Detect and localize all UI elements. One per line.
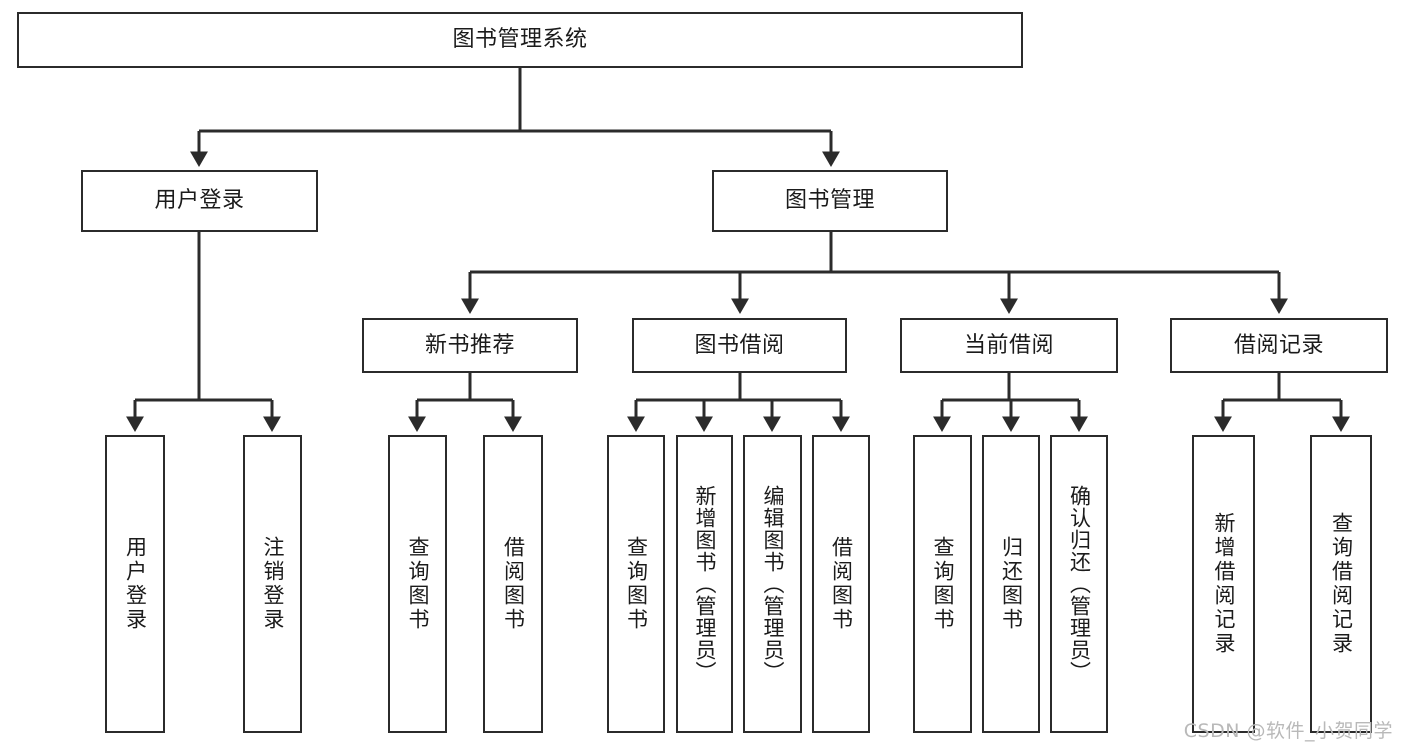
node-user-login-label: 用户登录 — [154, 188, 245, 214]
node-root-label: 图书管理系统 — [452, 27, 588, 53]
node-leaf-query-book-2-label: 查询图书 — [624, 536, 649, 632]
node-leaf-logout-label: 注销登录 — [261, 536, 285, 632]
node-user-login[interactable]: 用户登录 — [81, 170, 318, 232]
edge-group-book-borrow — [627, 373, 850, 432]
node-book-borrow-label: 图书借阅 — [694, 332, 785, 358]
edge-group-borrow-record — [1214, 373, 1350, 432]
node-leaf-add-record-label: 新增借阅记录 — [1212, 512, 1236, 656]
node-book-borrow[interactable]: 图书借阅 — [632, 318, 847, 373]
edge-group-book-manage — [461, 232, 1288, 314]
node-book-manage[interactable]: 图书管理 — [712, 170, 948, 232]
node-leaf-return-book[interactable]: 归还图书 — [982, 435, 1040, 733]
node-leaf-borrow-book-2-label: 借阅图书 — [829, 536, 854, 632]
node-book-manage-label: 图书管理 — [784, 188, 875, 214]
edge-group-new-book-recommend — [408, 373, 522, 432]
edge-group-current-borrow — [933, 373, 1088, 432]
node-leaf-confirm-return-label: 确认归还（管理员） — [1067, 485, 1092, 683]
node-current-borrow[interactable]: 当前借阅 — [900, 318, 1118, 373]
node-leaf-query-record-label: 查询借阅记录 — [1329, 512, 1354, 656]
node-leaf-borrow-book-1[interactable]: 借阅图书 — [483, 435, 543, 733]
node-current-borrow-label: 当前借阅 — [963, 332, 1054, 358]
node-leaf-add-record[interactable]: 新增借阅记录 — [1192, 435, 1255, 733]
node-leaf-return-book-label: 归还图书 — [999, 536, 1024, 632]
node-leaf-logout[interactable]: 注销登录 — [243, 435, 302, 733]
node-leaf-add-book[interactable]: 新增图书（管理员） — [676, 435, 733, 733]
node-new-book-recommend-label: 新书推荐 — [424, 332, 515, 358]
node-leaf-add-book-label: 新增图书（管理员） — [693, 485, 717, 683]
node-leaf-query-book-1-label: 查询图书 — [406, 536, 430, 632]
node-new-book-recommend[interactable]: 新书推荐 — [362, 318, 578, 373]
node-leaf-query-book-3-label: 查询图书 — [931, 536, 955, 632]
node-leaf-query-book-2[interactable]: 查询图书 — [607, 435, 665, 733]
node-leaf-edit-book-label: 编辑图书（管理员） — [761, 485, 785, 683]
node-leaf-borrow-book-1-label: 借阅图书 — [501, 536, 526, 632]
edge-group-user-login — [126, 232, 281, 432]
watermark-text: CSDN @软件_小贺同学 — [1183, 720, 1393, 742]
node-borrow-record[interactable]: 借阅记录 — [1170, 318, 1388, 373]
node-leaf-borrow-book-2[interactable]: 借阅图书 — [812, 435, 870, 733]
node-borrow-record-label: 借阅记录 — [1233, 332, 1324, 358]
node-root[interactable]: 图书管理系统 — [17, 12, 1023, 68]
node-leaf-query-book-3[interactable]: 查询图书 — [913, 435, 972, 733]
node-leaf-user-login[interactable]: 用户登录 — [105, 435, 165, 733]
node-leaf-query-book-1[interactable]: 查询图书 — [388, 435, 447, 733]
node-leaf-edit-book[interactable]: 编辑图书（管理员） — [743, 435, 802, 733]
node-leaf-user-login-label: 用户登录 — [123, 536, 148, 632]
node-leaf-query-record[interactable]: 查询借阅记录 — [1310, 435, 1372, 733]
edge-group-root — [190, 68, 840, 167]
node-leaf-confirm-return[interactable]: 确认归还（管理员） — [1050, 435, 1108, 733]
